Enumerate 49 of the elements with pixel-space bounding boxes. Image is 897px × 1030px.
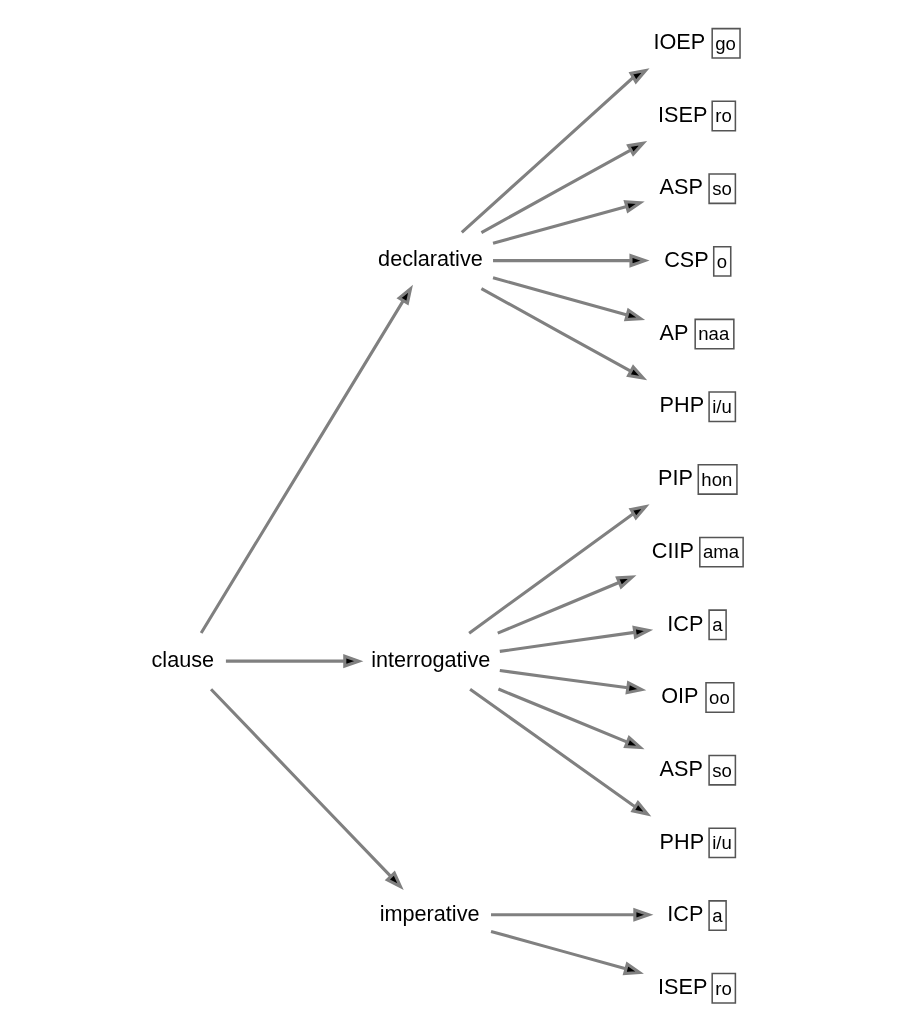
arrow: [490, 929, 644, 976]
arrow: [492, 276, 646, 322]
node-text: declarative: [378, 246, 483, 272]
arrow: [480, 140, 648, 234]
arrow: [497, 575, 637, 635]
node-label: AP: [659, 319, 689, 345]
node-label: IOEP: [653, 29, 706, 55]
node-text: imperative: [379, 900, 480, 926]
arrow: [492, 200, 645, 245]
node-label: ISEP: [658, 101, 708, 127]
arrow: [209, 688, 404, 890]
node-label: CIIP: [651, 537, 694, 563]
node-box: ama: [699, 536, 744, 568]
arrow: [493, 253, 650, 268]
arrow: [491, 907, 654, 922]
arrow: [499, 625, 654, 653]
node-label: ASP: [659, 174, 703, 200]
node-label: ICP: [667, 901, 704, 927]
arrow: [225, 654, 364, 669]
node-text: clause: [151, 646, 215, 672]
arrow: [460, 68, 650, 234]
node-box: naa: [694, 318, 735, 350]
node-box: oo: [705, 682, 735, 713]
node-label: ASP: [659, 755, 703, 781]
node-box: i/u: [708, 391, 737, 423]
arrow: [499, 668, 647, 695]
node-label: PIP: [658, 465, 693, 491]
node-box: so: [708, 173, 737, 205]
node-box: go: [711, 27, 741, 59]
arrow: [199, 284, 413, 634]
node-label: ISEP: [658, 973, 708, 999]
node-label: PHP: [659, 392, 705, 418]
arrow: [497, 687, 645, 750]
node-box: a: [708, 609, 727, 641]
node-box: ro: [711, 972, 737, 1004]
node-label: OIP: [661, 683, 699, 709]
node-box: so: [708, 754, 737, 786]
node-box: ro: [711, 100, 737, 132]
arrow: [468, 504, 650, 635]
node-text: interrogative: [371, 646, 491, 672]
node-box: o: [712, 245, 732, 277]
node-label: PHP: [659, 828, 705, 854]
node-label: CSP: [664, 247, 709, 273]
arrow: [469, 687, 652, 817]
node-label: ICP: [667, 610, 704, 636]
arrow: [480, 287, 648, 381]
node-box: a: [708, 900, 727, 932]
node-box: i/u: [708, 827, 737, 859]
node-box: hon: [697, 463, 738, 495]
